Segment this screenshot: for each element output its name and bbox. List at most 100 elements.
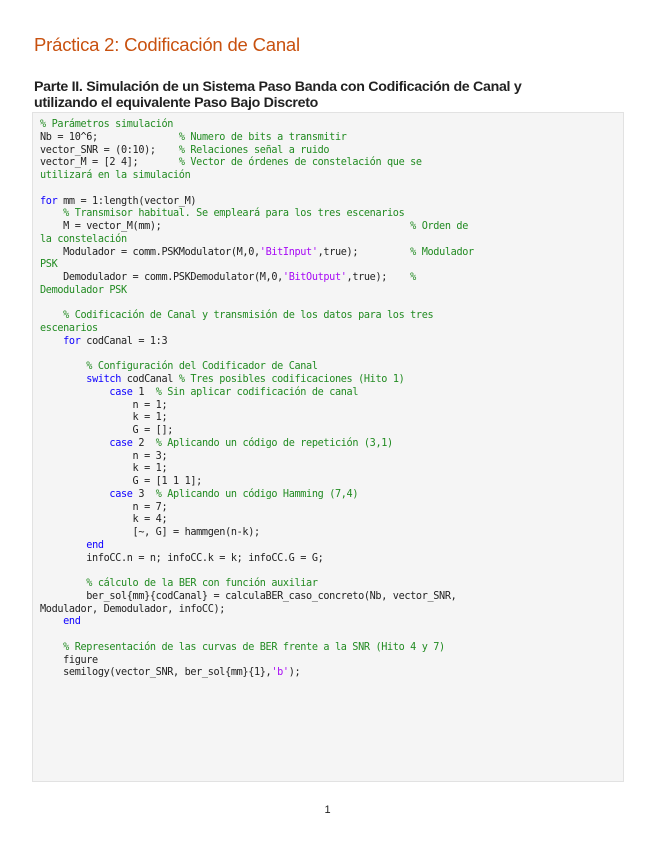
code-comment: % Codificación de Canal y transmisión de… xyxy=(63,310,434,322)
code-text xyxy=(40,642,63,653)
code-comment: % xyxy=(410,272,416,283)
code-keyword: case xyxy=(109,488,133,500)
code-text: k = 4; xyxy=(40,514,168,526)
code-text: n = 1; xyxy=(40,399,168,411)
code-comment: % Sin aplicar codificación de canal xyxy=(155,386,359,398)
code-line: case 3 % Aplicando un código Hamming (7,… xyxy=(40,489,623,502)
code-comment: % Vector de órdenes de constelación que … xyxy=(178,157,422,169)
code-text: Demodulador = comm.PSKDemodulator(M,0, xyxy=(40,272,283,283)
code-line: n = 7; xyxy=(40,502,623,515)
code-line: vector_SNR = (0:10); % Relaciones señal … xyxy=(40,145,623,158)
code-line: end xyxy=(40,616,623,629)
code-line: for codCanal = 1:3 xyxy=(40,336,623,349)
code-text: vector_M = [2 4]; xyxy=(40,157,179,169)
section-heading-line-1: Parte II. Simulación de un Sistema Paso … xyxy=(34,79,522,95)
code-line: vector_M = [2 4]; % Vector de órdenes de… xyxy=(40,157,623,170)
code-comment: % Aplicando un código Hamming (7,4) xyxy=(155,488,359,500)
code-comment: la constelación xyxy=(40,233,127,245)
code-line: [~, G] = hammgen(n-k); xyxy=(40,527,623,540)
code-text xyxy=(40,387,109,398)
code-text: Nb = 10^6; xyxy=(40,131,179,143)
code-keyword: for xyxy=(63,335,81,347)
code-line: % Transmisor habitual. Se empleará para … xyxy=(40,208,623,221)
section-heading: Parte II. Simulación de un Sistema Paso … xyxy=(34,79,634,111)
code-line: n = 1; xyxy=(40,400,623,413)
code-text: mm = 1:length(vector_M) xyxy=(57,195,197,207)
code-line xyxy=(40,183,623,196)
code-text: k = 1; xyxy=(40,412,168,424)
code-text: ber_sol{mm}{codCanal} = calculaBER_caso_… xyxy=(40,590,457,602)
code-text: G = []; xyxy=(40,425,174,436)
code-line: G = [1 1 1]; xyxy=(40,476,623,489)
code-line: k = 1; xyxy=(40,412,623,425)
code-line: n = 3; xyxy=(40,451,623,464)
code-text: M = vector_M(mm); xyxy=(40,221,411,232)
code-line: utilizará en la simulación xyxy=(40,170,623,183)
code-text: n = 7; xyxy=(40,501,168,513)
code-text xyxy=(40,489,109,500)
code-line: for mm = 1:length(vector_M) xyxy=(40,196,623,209)
code-string: 'BitInput' xyxy=(259,246,318,258)
code-comment: escenarios xyxy=(40,323,98,334)
code-line: Modulador, Demodulador, infoCC); xyxy=(40,604,623,617)
code-text xyxy=(40,616,63,627)
code-line: semilogy(vector_SNR, ber_sol{mm}{1},'b')… xyxy=(40,667,623,680)
code-comment: % Configuración del Codificador de Canal xyxy=(86,361,318,373)
code-line: % Parámetros simulación xyxy=(40,119,623,132)
code-keyword: case xyxy=(109,437,133,449)
code-comment: Demodulador PSK xyxy=(40,284,127,296)
code-line: la constelación xyxy=(40,234,623,247)
code-comment: % Relaciones señal a ruido xyxy=(178,144,330,156)
code-line: % Configuración del Codificador de Canal xyxy=(40,361,623,374)
code-text: 3 xyxy=(132,488,156,500)
code-text: n = 3; xyxy=(40,450,168,462)
code-line: G = []; xyxy=(40,425,623,438)
code-line: Nb = 10^6; % Numero de bits a transmitir xyxy=(40,132,623,145)
code-line: end xyxy=(40,540,623,553)
code-line: PSK xyxy=(40,259,623,272)
code-text: 2 xyxy=(132,437,156,449)
code-line: case 2 % Aplicando un código de repetici… xyxy=(40,438,623,451)
code-text: semilogy(vector_SNR, ber_sol{mm}{1}, xyxy=(40,667,272,679)
code-string: 'b' xyxy=(271,667,289,679)
code-comment: % Representación de las curvas de BER fr… xyxy=(63,641,445,653)
code-text: infoCC.n = n; infoCC.k = k; infoCC.G = G… xyxy=(40,552,324,564)
code-text: vector_SNR = (0:10); xyxy=(40,144,179,156)
code-text: G = [1 1 1]; xyxy=(40,476,203,487)
code-text xyxy=(40,540,86,551)
code-line: % cálculo de la BER con función auxiliar xyxy=(40,578,623,591)
code-text xyxy=(40,578,86,589)
code-line: k = 1; xyxy=(40,463,623,476)
code-line: escenarios xyxy=(40,323,623,336)
code-text: [~, G] = hammgen(n-k); xyxy=(40,527,261,538)
code-line xyxy=(40,565,623,578)
code-text: k = 1; xyxy=(40,463,168,475)
code-line xyxy=(40,349,623,362)
code-line: Modulador = comm.PSKModulator(M,0,'BitIn… xyxy=(40,247,623,260)
page-number: 1 xyxy=(324,804,331,816)
code-text: Modulador, Demodulador, infoCC); xyxy=(40,603,226,615)
code-line xyxy=(40,629,623,642)
code-text: Modulador = comm.PSKModulator(M,0, xyxy=(40,246,260,258)
code-line: Demodulador = comm.PSKDemodulator(M,0,'B… xyxy=(40,272,623,285)
code-comment: PSK xyxy=(40,259,58,271)
code-text: codCanal = 1:3 xyxy=(80,335,168,347)
code-line: figure xyxy=(40,655,623,668)
code-line: % Representación de las curvas de BER fr… xyxy=(40,642,623,655)
code-line: k = 4; xyxy=(40,514,623,527)
page-title: Práctica 2: Codificación de Canal xyxy=(34,34,300,55)
code-text: figure xyxy=(40,654,98,666)
code-string: 'BitOutput' xyxy=(282,272,347,283)
code-line: Demodulador PSK xyxy=(40,285,623,298)
code-text: ,true); xyxy=(317,246,411,258)
code-comment: % Numero de bits a transmitir xyxy=(178,131,347,143)
code-line: % Codificación de Canal y transmisión de… xyxy=(40,310,623,323)
code-comment: % cálculo de la BER con función auxiliar xyxy=(86,578,318,589)
code-comment: % Tres posibles codificaciones (Hito 1) xyxy=(178,374,405,385)
code-comment: utilizará en la simulación xyxy=(40,170,191,181)
code-keyword: for xyxy=(40,195,58,207)
code-comment: % Transmisor habitual. Se empleará para … xyxy=(63,208,405,220)
code-line: ber_sol{mm}{codCanal} = calculaBER_caso_… xyxy=(40,591,623,604)
code-keyword: case xyxy=(109,386,133,398)
